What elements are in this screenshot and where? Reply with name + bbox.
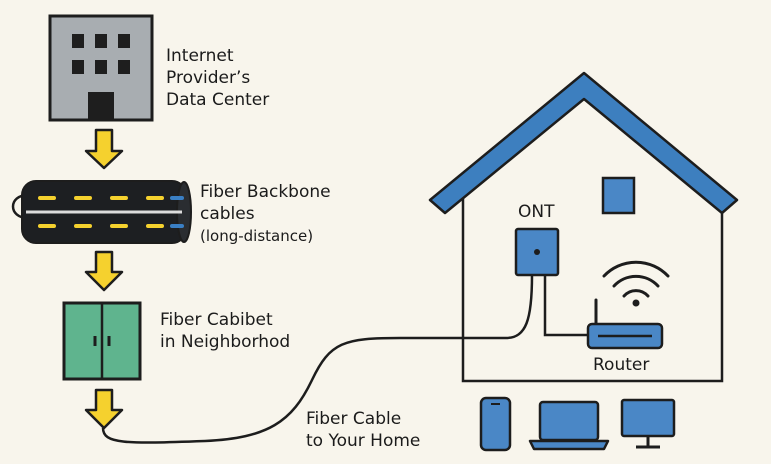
backbone-line3: (long-distance) <box>200 227 314 245</box>
ont-router-cable <box>543 275 590 337</box>
cabinet-label: Fiber Cabibet in Neighborhod <box>160 309 290 353</box>
phone-icon <box>479 396 512 452</box>
arrow-down-icon <box>84 128 124 170</box>
house-icon <box>428 71 739 383</box>
fiber-cable-icon <box>11 180 192 244</box>
backbone-label: Fiber Backbone cables (long-distance) <box>200 181 331 247</box>
backbone-line2: cables <box>200 204 255 224</box>
cabinet-line1: Fiber Cabibet <box>160 310 273 330</box>
ont-label: ONT <box>518 202 555 222</box>
monitor-icon <box>620 398 676 449</box>
cable-label: Fiber Cable to Your Home <box>306 408 420 452</box>
data-center-line3: Data Center <box>166 90 270 110</box>
cabinet-line2: in Neighborhod <box>160 332 291 352</box>
data-center-label: Internet Provider’s Data Center <box>166 45 269 111</box>
arrow-down-icon <box>84 388 124 430</box>
ont-icon <box>514 227 560 277</box>
data-center-line1: Internet <box>166 46 234 66</box>
fiber-cable-line <box>101 274 534 444</box>
laptop-icon <box>528 400 610 451</box>
cabinet-icon <box>62 301 142 381</box>
wifi-icon <box>602 260 670 307</box>
data-center-line2: Provider’s <box>166 68 251 88</box>
router-label: Router <box>593 355 650 375</box>
arrow-down-icon <box>84 250 124 292</box>
building-icon <box>48 14 154 122</box>
router-icon <box>586 298 664 350</box>
backbone-line1: Fiber Backbone <box>200 182 331 202</box>
cable-line2: to Your Home <box>306 431 421 451</box>
cable-line1: Fiber Cable <box>306 409 402 429</box>
